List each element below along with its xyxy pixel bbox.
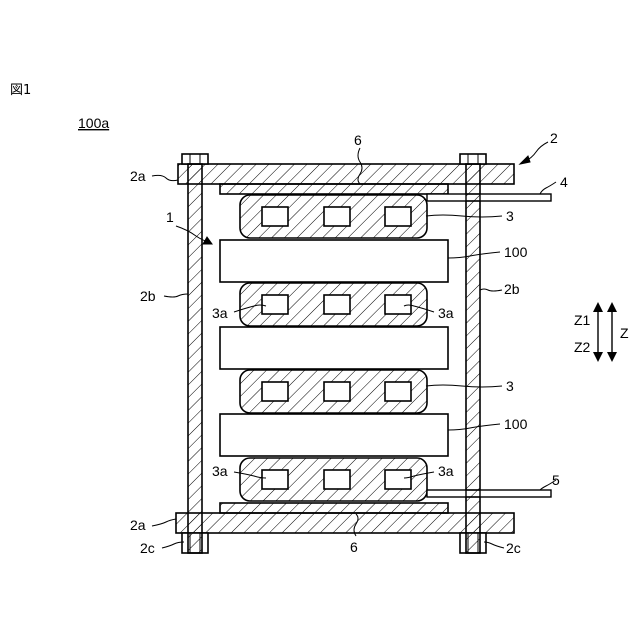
label-tube-3a-1-right: 3a	[438, 305, 454, 321]
label-stack: 1	[166, 209, 174, 225]
rod-left	[188, 164, 202, 553]
label-outlet-pipe: 5	[552, 472, 560, 488]
label-rod-left: 2b	[140, 288, 156, 304]
label-tube-3a-1-left: 3a	[212, 305, 228, 321]
cooler-tube-3	[240, 370, 427, 413]
module-block-1	[220, 240, 448, 282]
spring-plate-bottom	[220, 503, 448, 513]
label-cooler-mid: 3	[506, 378, 514, 394]
label-plate-bottom: 2a	[130, 517, 146, 533]
cooler-tube-1	[240, 195, 427, 238]
bottom-plate	[176, 513, 514, 533]
label-tube-3a-2-left: 3a	[212, 463, 228, 479]
inlet-pipe	[427, 194, 551, 201]
label-axis-z2: Z2	[574, 339, 591, 355]
assembly-label: 100a	[78, 115, 109, 131]
label-rod-right: 2b	[504, 281, 520, 297]
label-inlet-pipe: 4	[560, 174, 568, 190]
nut-top-left	[182, 154, 208, 164]
cooler-tube-4	[240, 458, 427, 501]
label-tube-3a-2-right: 3a	[438, 463, 454, 479]
label-frame: 2	[550, 130, 558, 146]
figure-caption: 図1	[10, 83, 31, 98]
label-spring-top: 6	[354, 132, 362, 148]
outlet-pipe	[427, 490, 551, 497]
label-plate-top: 2a	[130, 168, 146, 184]
cooler-tube-2	[240, 283, 427, 326]
label-module-lower: 100	[504, 416, 528, 432]
label-module-upper: 100	[504, 244, 528, 260]
z-axis-indicator	[593, 302, 617, 362]
nut-top-right	[460, 154, 486, 164]
label-spring-bottom: 6	[350, 539, 358, 555]
top-plate	[178, 164, 514, 184]
label-nut-left: 2c	[140, 540, 155, 556]
spring-plate-top	[220, 184, 448, 194]
label-cooler-upper: 3	[506, 208, 514, 224]
label-nut-right: 2c	[506, 540, 521, 556]
label-axis-z1: Z1	[574, 312, 591, 328]
module-block-2	[220, 327, 448, 369]
module-block-3	[220, 414, 448, 456]
label-axis-z: Z	[620, 325, 629, 341]
